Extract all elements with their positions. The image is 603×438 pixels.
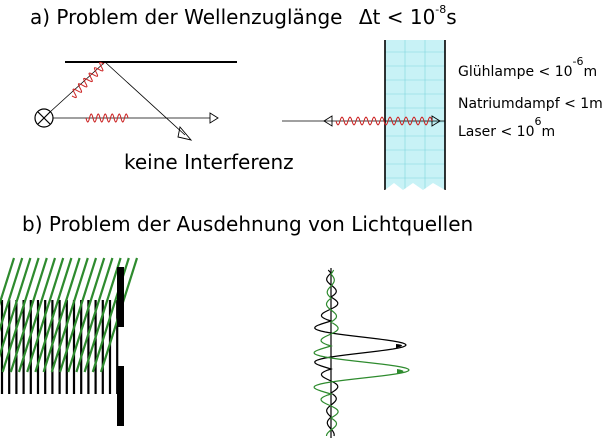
slit-upper-jaw [117,267,124,327]
wavefront-green [75,257,114,373]
wavefront-green [58,257,98,373]
delta-t-unit: s [446,5,457,29]
wave-train-incident [71,61,105,99]
wavefront-green [0,257,16,306]
wavefront-green [0,257,32,358]
wavefront-green [9,257,48,373]
section-b-title: b) Problem der Ausdehnung von Lichtquell… [22,212,474,236]
laser-ray-arrowhead-left [323,115,333,127]
section-a-heading: a) Problem der Wellenzuglänge Δt < 10-8s [30,3,457,29]
source-glühlampe: Glühlampe < 10-6m [458,55,598,80]
wavefront-green [34,257,73,373]
delta-t-exponent: -8 [435,3,447,16]
intensity-pattern-green [313,269,410,437]
source-natriumdampf: Natriumdampf < 1m [458,96,603,112]
no-interference-label: keine Interferenz [124,150,294,174]
section-a-title: a) Problem der Wellenzuglänge [30,5,343,29]
incident-ray [49,61,106,113]
wavefront-green [0,257,24,332]
reflected-ray-arrowhead [177,125,193,141]
wave-train-glass [335,116,433,126]
wavefront-green [50,257,89,373]
wave-train-direct [85,113,129,123]
wavefront-green [1,257,40,373]
wavefront-green [67,257,106,373]
glass-plate [385,40,445,190]
wavefront-green [83,257,122,373]
slit-lower-jaw [117,366,124,426]
wavefront-green [26,257,65,373]
wavefront-green [17,257,57,373]
source-laser: Laser < 106m [458,115,556,140]
intensity-pattern-black [314,269,407,437]
reflected-ray [104,61,186,136]
direct-ray-arrowhead [209,112,219,124]
delta-t-label: Δt < 10 [358,5,436,29]
wavefront-green [42,257,81,373]
